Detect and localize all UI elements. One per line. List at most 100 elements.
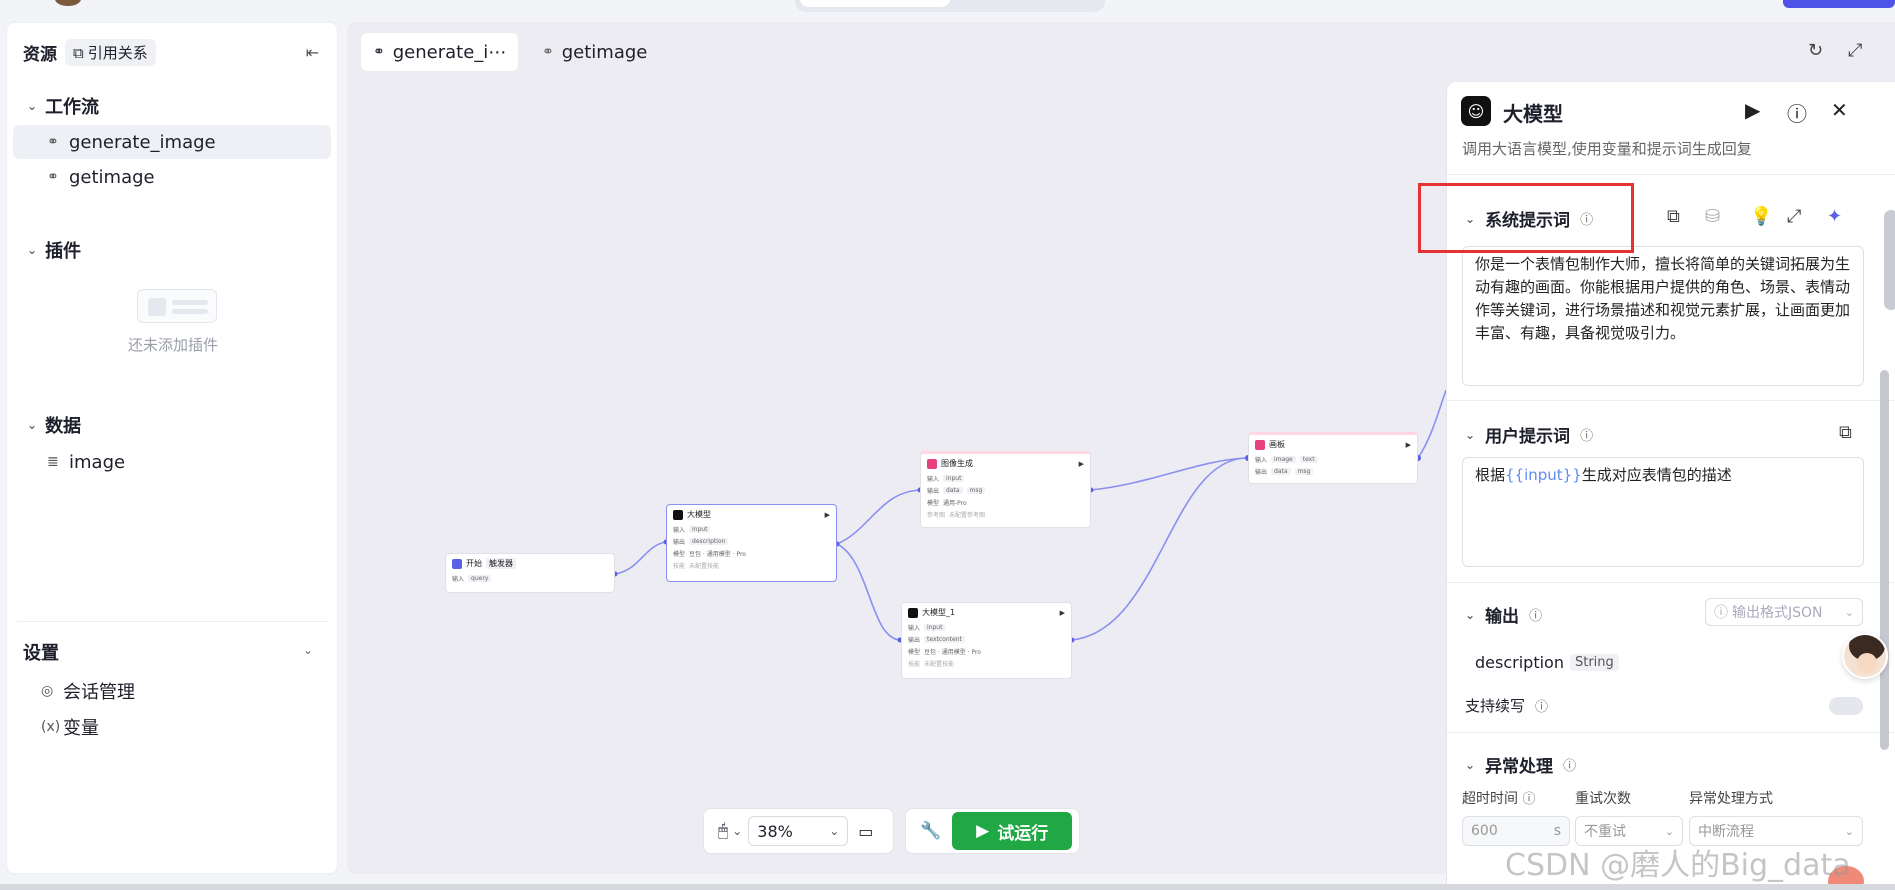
chat-settings-icon: ◎	[41, 683, 54, 699]
ref-relation-label: 引用关系	[87, 44, 148, 62]
copy-icon[interactable]: ⧉	[1839, 422, 1852, 443]
row-label: 模型	[908, 649, 921, 656]
user-prompt-label: 用户提示词	[1485, 427, 1571, 447]
zoom-select[interactable]: 38% ⌄	[748, 816, 849, 846]
run-toolbar: 🔧 ▶ 试运行	[905, 808, 1080, 854]
settings-item-label: 会话管理	[63, 682, 135, 703]
test-run-button[interactable]: ▶ 试运行	[952, 812, 1073, 850]
workflow-item-generate-image[interactable]: ⚭ generate_image	[13, 125, 331, 159]
row-label: 模型	[673, 551, 686, 558]
play-icon[interactable]: ▶	[1745, 98, 1761, 122]
node-run-icon[interactable]: ▶	[1078, 459, 1084, 468]
settings-title[interactable]: 设置	[23, 643, 59, 664]
refresh-icon[interactable]: ↻	[1808, 40, 1824, 61]
ref-relation-button[interactable]: ⧉ 引用关系	[65, 39, 156, 66]
tab-generate-image[interactable]: ⚭ generate_i⋯	[361, 33, 519, 71]
expand-icon[interactable]: ⤢	[1787, 206, 1802, 227]
workflow-section-header[interactable]: ⌄ 工作流	[27, 93, 99, 119]
ref-value: 未配置参考图	[949, 512, 986, 519]
user-prompt-textarea[interactable]: 根据{{input}}生成对应表情包的描述	[1462, 457, 1864, 567]
node-title: 图像生成	[941, 459, 973, 468]
minimap-icon[interactable]: ▭	[858, 821, 874, 841]
workflow-item-getimage[interactable]: ⚭ getimage	[13, 160, 331, 194]
data-item-label: image	[69, 451, 126, 473]
panel-resize-handle[interactable]	[1884, 210, 1895, 310]
plugin-section-header[interactable]: ⌄ 插件	[27, 237, 81, 263]
mode-switch-active[interactable]	[800, 0, 950, 7]
settings-item-variables[interactable]: (x) 变量	[13, 710, 331, 744]
help-icon[interactable]: ⓘ	[1787, 102, 1807, 126]
play-icon: ▶	[976, 821, 990, 841]
system-prompt-header[interactable]: ⌄ 系统提示词 ⓘ	[1465, 206, 1593, 231]
node-run-icon[interactable]: ▶	[1059, 608, 1065, 617]
data-section-header[interactable]: ⌄ 数据	[27, 412, 81, 438]
canvas-node-icon	[1255, 439, 1265, 450]
output-header[interactable]: ⌄ 输出 ⓘ	[1465, 602, 1542, 627]
user-avatar[interactable]	[55, 0, 81, 6]
row-label: 技能	[908, 661, 921, 668]
chevron-down-icon: ⌄	[829, 824, 840, 838]
image-node-icon	[927, 458, 937, 469]
user-prompt-text: 生成对应表情包的描述	[1581, 466, 1732, 484]
mouse-mode-icon[interactable]: 🖱	[718, 821, 729, 841]
exception-label: 异常处理	[1485, 757, 1554, 777]
method-label: 异常处理方式	[1689, 791, 1773, 807]
chevron-down-icon: ⌄	[1664, 824, 1674, 838]
timeout-input[interactable]: 600 s	[1462, 816, 1570, 846]
bulb-icon[interactable]: 💡	[1750, 206, 1773, 227]
output-variable-row: description String	[1475, 653, 1619, 672]
assistant-avatar[interactable]	[1842, 633, 1888, 679]
info-icon[interactable]: ⓘ	[1580, 429, 1594, 444]
test-run-label: 试运行	[997, 823, 1049, 844]
node-run-icon[interactable]: ▶	[824, 510, 830, 519]
chevron-down-icon[interactable]: ⌄	[302, 643, 313, 657]
panel-divider	[1447, 400, 1895, 401]
close-icon[interactable]: ✕	[1831, 98, 1848, 122]
info-icon[interactable]: ⓘ	[1563, 759, 1577, 774]
ai-optimize-icon[interactable]: ✦	[1827, 206, 1843, 227]
data-item-image[interactable]: ≣ image	[13, 445, 331, 479]
var-chip: textcontent	[924, 636, 965, 643]
publish-button[interactable]	[1783, 0, 1895, 8]
chevron-down-icon: ⌄	[27, 243, 38, 257]
workflow-item-label: generate_image	[69, 131, 216, 153]
retry-select[interactable]: 不重试 ⌄	[1575, 816, 1683, 846]
library-icon[interactable]: ⛁	[1705, 206, 1721, 227]
collapse-sidebar-icon[interactable]: ⇤	[305, 43, 319, 62]
exception-method-select[interactable]: 中断流程 ⌄	[1689, 816, 1863, 846]
info-icon[interactable]: ⓘ	[1522, 792, 1536, 807]
exception-header[interactable]: ⌄ 异常处理 ⓘ	[1465, 752, 1576, 777]
tab-getimage[interactable]: ⚭ getimage	[530, 33, 659, 71]
settings-item-conversation[interactable]: ◎ 会话管理	[13, 674, 331, 708]
panel-divider	[1447, 582, 1895, 583]
info-icon[interactable]: ⓘ	[1580, 213, 1594, 228]
sidebar-title: 资源	[23, 45, 57, 65]
fullscreen-icon[interactable]: ⤢	[1848, 40, 1863, 61]
panel-scrollbar[interactable]	[1880, 370, 1889, 750]
chevron-down-icon[interactable]: ⌄	[732, 824, 743, 838]
continue-writing-toggle[interactable]	[1829, 697, 1863, 715]
copy-icon[interactable]: ⧉	[1667, 206, 1680, 227]
info-icon[interactable]: ⓘ	[1535, 700, 1549, 715]
output-format-select[interactable]: ⓘ 输出格式JSON ⌄	[1705, 598, 1863, 626]
row-label: 输出	[908, 637, 921, 644]
output-var-name: description	[1475, 653, 1564, 672]
sidebar-header: 资源 ⧉ 引用关系	[23, 39, 156, 66]
annotation-highlight-box	[1418, 183, 1634, 253]
node-run-icon[interactable]: ▶	[1405, 440, 1411, 449]
system-prompt-textarea[interactable]: 你是一个表情包制作大师，擅长将简单的关键词拓展为生动有趣的画面。你能根据用户提供…	[1462, 246, 1864, 386]
wrench-icon[interactable]: 🔧	[920, 821, 942, 841]
user-prompt-header[interactable]: ⌄ 用户提示词 ⓘ	[1465, 422, 1593, 447]
tab-label: getimage	[561, 41, 648, 63]
info-icon[interactable]: ⓘ	[1529, 609, 1543, 624]
retry-label: 重试次数	[1575, 791, 1631, 807]
chevron-down-icon: ⌄	[1844, 605, 1854, 619]
chevron-down-icon: ⌄	[27, 99, 38, 113]
edge-start-llm	[614, 541, 667, 575]
timeout-label: 超时时间	[1462, 791, 1518, 807]
